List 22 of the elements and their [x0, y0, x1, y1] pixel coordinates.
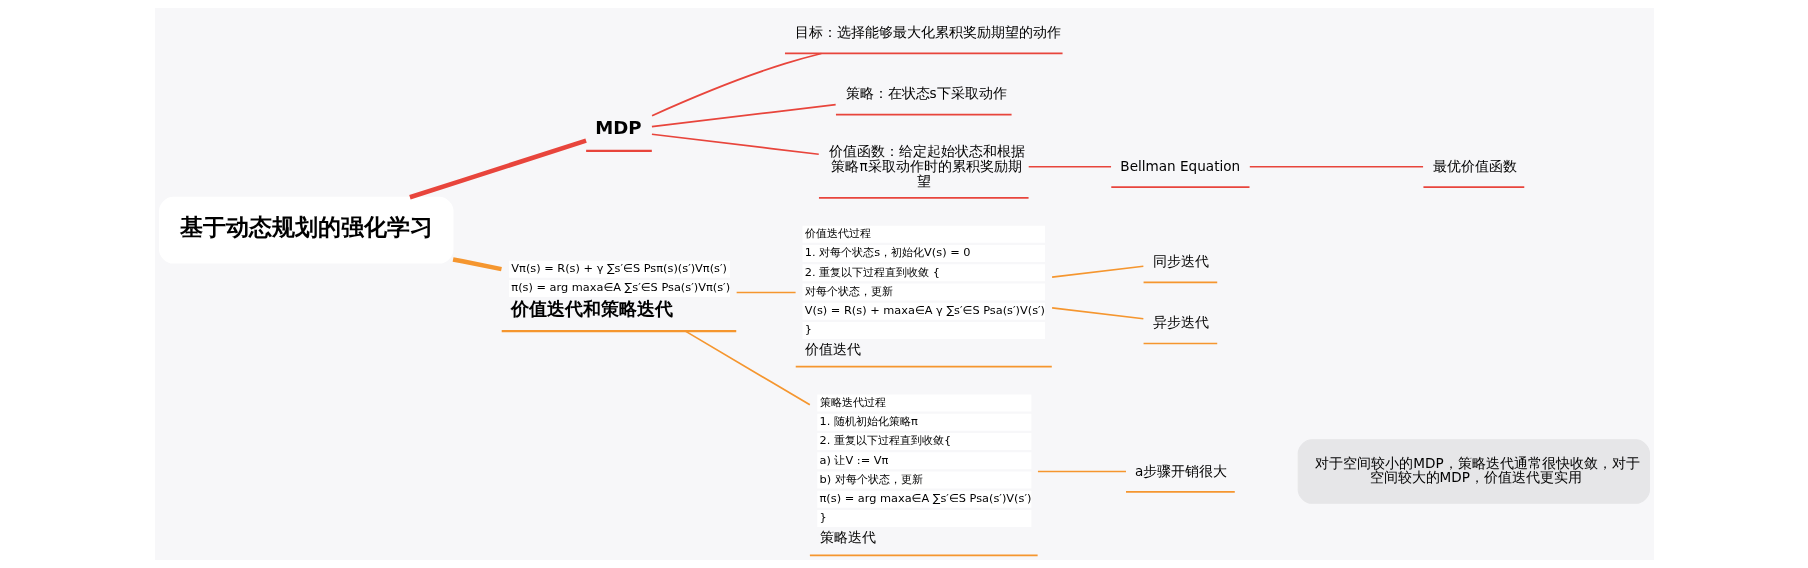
connector: [650, 52, 822, 117]
connector: [735, 291, 796, 294]
node-text: 策略：在状态s下采取动作: [845, 85, 1007, 102]
node-text: a步骤开销很大: [1134, 462, 1227, 479]
node-text: 异步迭代: [1152, 314, 1209, 331]
connector: [408, 138, 587, 200]
node-text: 最优价值函数: [1432, 157, 1517, 174]
connector: [650, 133, 820, 156]
connector: [1050, 306, 1144, 320]
connector: [1050, 265, 1144, 279]
connector: [1248, 165, 1424, 168]
node-text: MDP: [594, 116, 642, 138]
connector: [650, 103, 836, 128]
node-text: 价值函数：给定起始状态和根据策略π采取动作时的累积奖励期望: [828, 143, 1025, 189]
connector: [1027, 165, 1112, 168]
node-text: 同步迭代: [1152, 252, 1209, 269]
connector: [452, 257, 502, 272]
connector: [1036, 470, 1127, 473]
node-box: 基于动态规划的强化学习: [158, 196, 454, 264]
connector: [684, 330, 811, 406]
node-text: Bellman Equation: [1119, 157, 1240, 174]
node-text: 目标：选择能够最大化累积奖励期望的动作: [794, 24, 1061, 41]
